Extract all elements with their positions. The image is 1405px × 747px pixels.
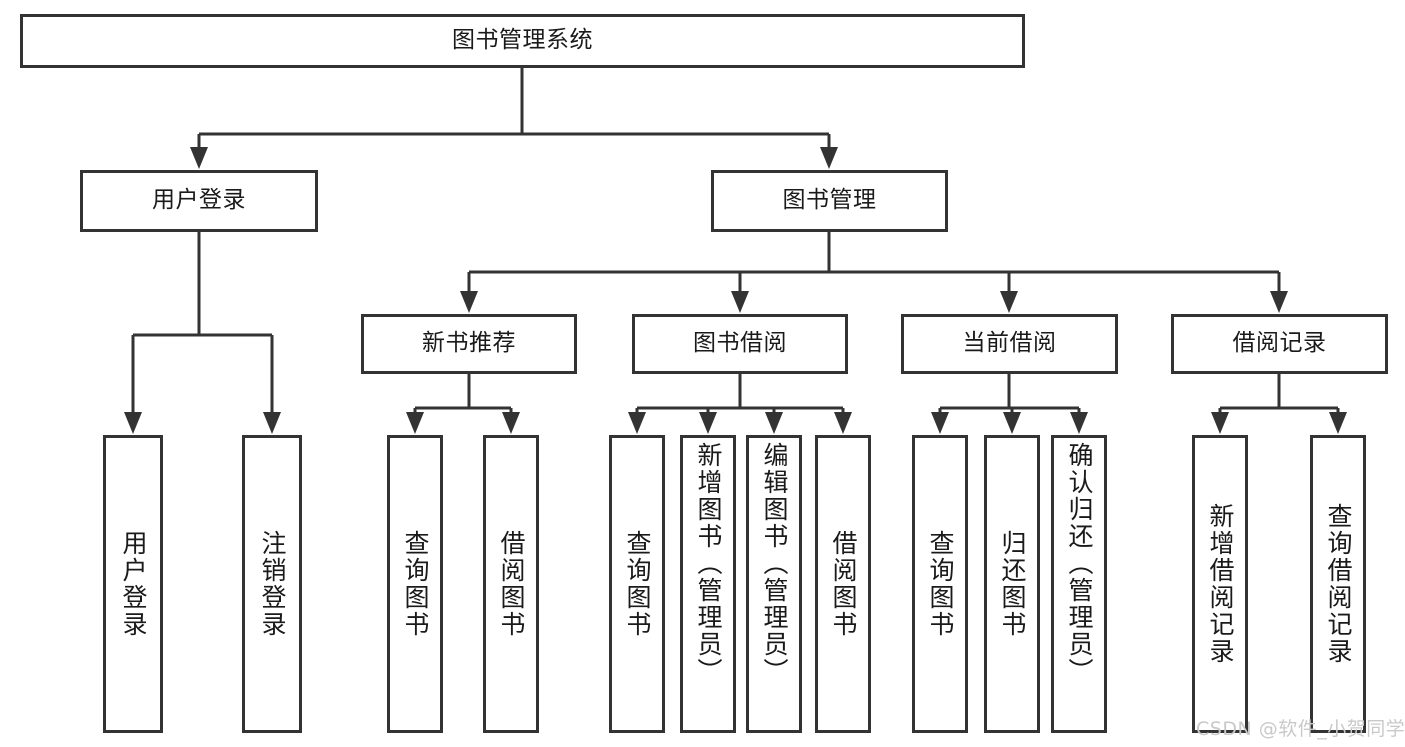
node-leaf-12[interactable]: 查询借阅记录 bbox=[1310, 435, 1366, 733]
node-root-system[interactable]: 图书管理系统 bbox=[20, 14, 1025, 68]
node-leaf-6[interactable]: 编辑图书（管理员） bbox=[746, 435, 802, 733]
node-label: 注销登录 bbox=[258, 530, 287, 638]
node-label: 归还图书 bbox=[998, 530, 1027, 638]
node-leaf-11[interactable]: 新增借阅记录 bbox=[1192, 435, 1248, 733]
node-leaf-10[interactable]: 确认归还（管理员） bbox=[1051, 435, 1107, 733]
node-leaf-2[interactable]: 查询图书 bbox=[387, 435, 443, 733]
node-level3-2[interactable]: 当前借阅 bbox=[901, 314, 1118, 374]
node-leaf-0[interactable]: 用户登录 bbox=[103, 435, 163, 733]
node-level3-1[interactable]: 图书借阅 bbox=[632, 314, 848, 374]
watermark-label: CSDN @软件_小贺同学 bbox=[1196, 718, 1405, 740]
node-leaf-5[interactable]: 新增图书（管理员） bbox=[680, 435, 736, 733]
node-label: 确认归还（管理员） bbox=[1065, 442, 1094, 685]
node-label: 查询借阅记录 bbox=[1324, 503, 1353, 665]
node-label: 新增借阅记录 bbox=[1206, 503, 1235, 665]
node-level3-0[interactable]: 新书推荐 bbox=[361, 314, 577, 374]
node-label: 查询图书 bbox=[623, 530, 652, 638]
node-label: 编辑图书（管理员） bbox=[760, 442, 789, 685]
node-leaf-9[interactable]: 归还图书 bbox=[984, 435, 1040, 733]
node-level2-1[interactable]: 图书管理 bbox=[711, 170, 948, 232]
node-label: 图书管理系统 bbox=[452, 27, 593, 54]
node-label: 用户登录 bbox=[152, 187, 246, 214]
node-level3-3[interactable]: 借阅记录 bbox=[1171, 314, 1388, 374]
node-leaf-1[interactable]: 注销登录 bbox=[242, 435, 302, 733]
node-label: 用户登录 bbox=[119, 530, 148, 638]
node-leaf-4[interactable]: 查询图书 bbox=[609, 435, 665, 733]
node-label: 借阅图书 bbox=[829, 530, 858, 638]
node-level2-0[interactable]: 用户登录 bbox=[80, 170, 318, 232]
node-leaf-8[interactable]: 查询图书 bbox=[912, 435, 968, 733]
node-label: 当前借阅 bbox=[962, 330, 1057, 357]
node-label: 图书借阅 bbox=[693, 330, 787, 357]
node-label: 借阅记录 bbox=[1232, 330, 1327, 357]
node-label: 图书管理 bbox=[782, 187, 877, 214]
node-label: 借阅图书 bbox=[497, 530, 526, 638]
node-leaf-3[interactable]: 借阅图书 bbox=[483, 435, 539, 733]
node-label: 新增图书（管理员） bbox=[694, 442, 723, 685]
node-label: 查询图书 bbox=[926, 530, 955, 638]
node-label: 新书推荐 bbox=[422, 330, 516, 357]
node-leaf-7[interactable]: 借阅图书 bbox=[815, 435, 871, 733]
node-label: 查询图书 bbox=[401, 530, 430, 638]
